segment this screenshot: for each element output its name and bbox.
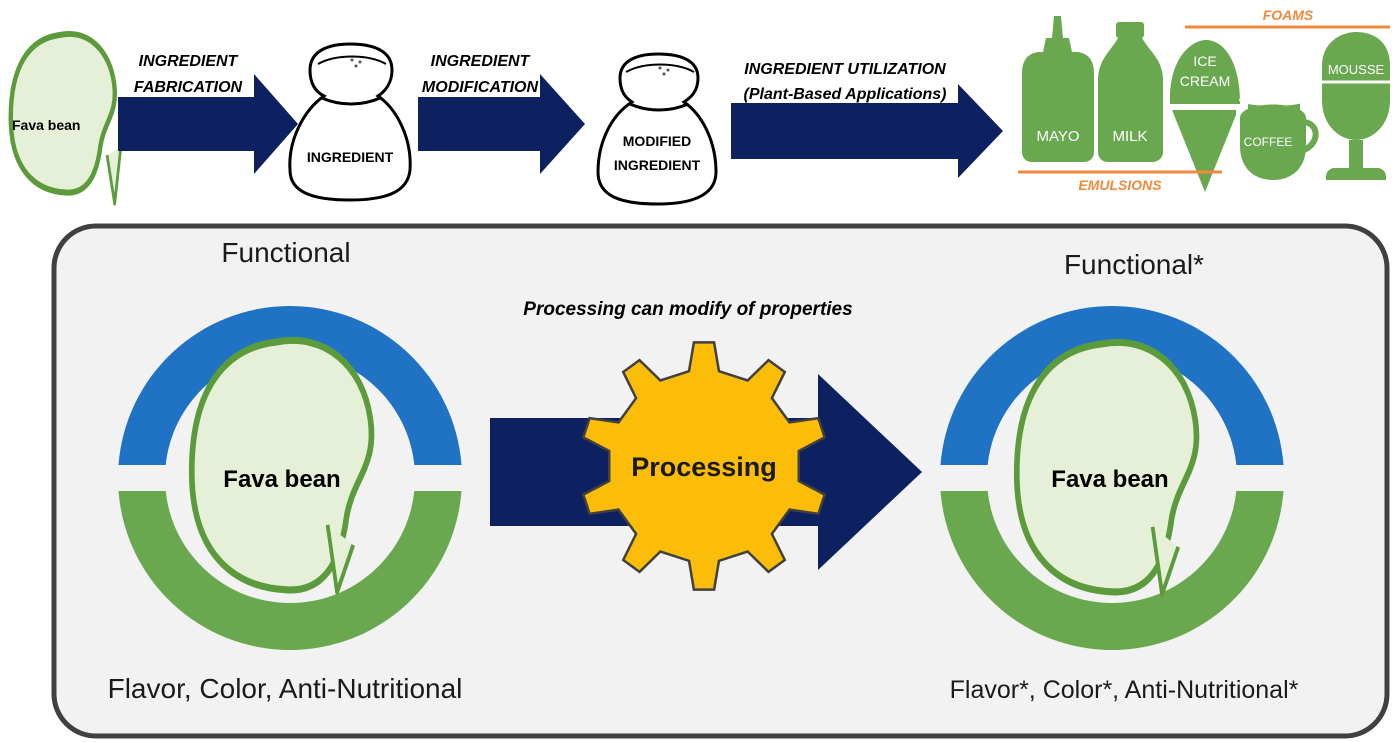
right-functional-arc <box>940 305 1284 465</box>
modified-bag-label-line1: MODIFIED <box>623 133 691 149</box>
right-property-ring <box>940 305 1284 651</box>
applications: FOAMS MAYO MILK ICE CREAM <box>1018 7 1392 193</box>
coffee-cup-icon <box>1234 94 1319 180</box>
right-flavor-arc <box>940 491 1284 651</box>
left-property-ring <box>118 305 462 651</box>
top-flow: Fava bean INGREDIENT FABRICATION INGREDI… <box>11 34 1003 206</box>
ingredient-bag-icon <box>288 42 412 202</box>
modification-label-line1: INGREDIENT <box>431 53 531 70</box>
modified-ingredient-bag-icon <box>596 52 718 206</box>
emulsions-label: EMULSIONS <box>1078 177 1162 193</box>
right-fava-bean <box>1017 342 1197 597</box>
left-functional-label: Functional <box>221 237 350 268</box>
start-fava-bean <box>11 34 123 206</box>
mayo-bottle-icon <box>1022 16 1094 162</box>
utilization-label-line1: INGREDIENT UTILIZATION <box>744 61 946 78</box>
left-bean-label: Fava bean <box>223 466 340 493</box>
right-flavor-label: Flavor*, Color*, Anti-Nutritional* <box>950 676 1299 704</box>
mousse-label: MOUSSE <box>1328 62 1385 77</box>
ice-cream-icon <box>1168 40 1242 192</box>
modification-label-line2: MODIFICATION <box>422 79 539 96</box>
ice-cream-label-line2: CREAM <box>1180 73 1231 89</box>
ice-cream-label-line1: ICE <box>1193 53 1216 69</box>
processing-gear-icon <box>581 341 827 591</box>
modified-bag-label-line2: INGREDIENT <box>614 157 701 173</box>
modification-arrow <box>418 74 585 174</box>
milk-bottle-icon <box>1098 22 1163 162</box>
fabrication-label-line1: INGREDIENT <box>139 53 239 70</box>
foams-label: FOAMS <box>1263 7 1314 23</box>
utilization-arrow <box>731 84 1003 178</box>
left-flavor-arc <box>118 491 462 651</box>
mousse-glass-icon <box>1320 32 1392 180</box>
mayo-label: MAYO <box>1036 128 1079 145</box>
left-functional-arc <box>118 305 462 465</box>
left-flavor-label: Flavor, Color, Anti-Nutritional <box>108 673 463 704</box>
left-fava-bean <box>192 340 372 595</box>
ingredient-bag-label: INGREDIENT <box>307 149 394 165</box>
milk-label: MILK <box>1112 128 1147 145</box>
right-bean-label: Fava bean <box>1051 466 1168 493</box>
coffee-label: COFFEE <box>1244 135 1293 149</box>
fabrication-label-line2: FABRICATION <box>134 79 243 96</box>
start-bean-label: Fava bean <box>12 117 80 133</box>
gear-label: Processing <box>631 452 777 482</box>
right-functional-label: Functional* <box>1064 249 1204 280</box>
utilization-label-line2: (Plant-Based Applications) <box>744 86 947 103</box>
fabrication-arrow <box>118 74 298 174</box>
center-caption: Processing can modify of properties <box>523 299 852 320</box>
